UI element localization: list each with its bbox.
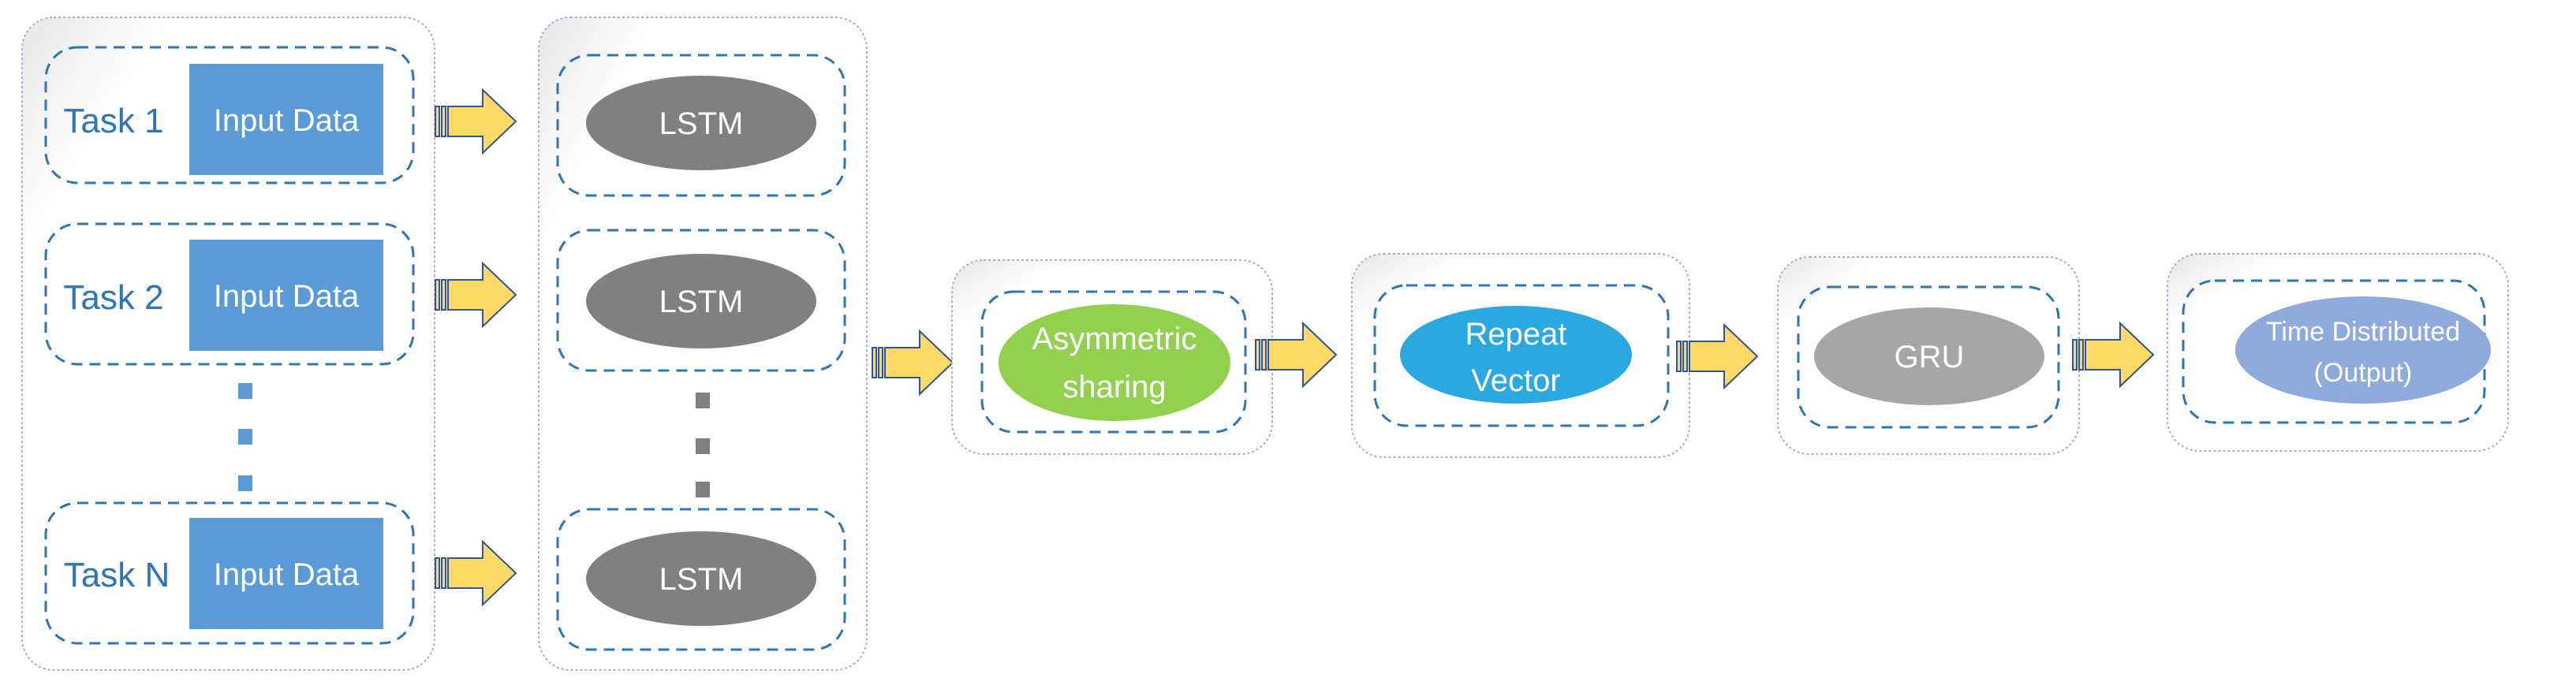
lstm-label: LSTM — [659, 285, 744, 319]
task-dashed-box — [44, 46, 415, 184]
arrow-taskn-to-lstm — [435, 541, 517, 605]
lstm-dashed-box — [556, 508, 846, 651]
repeat-label-line1: Repeat — [1465, 317, 1567, 352]
lstm-row-2: LSTM — [556, 229, 846, 372]
asymmetric-sharing-node — [999, 304, 1230, 421]
lstm-node — [586, 531, 816, 626]
lstm-label: LSTM — [659, 106, 744, 141]
asymmetric-dashed-box — [980, 290, 1247, 434]
input-data-label: Input Data — [214, 103, 360, 138]
arrow-task2-to-lstm — [435, 263, 517, 327]
repeat-vector-stage: Repeat Vector — [1351, 253, 1690, 458]
lstm-label: LSTM — [659, 562, 744, 597]
lstm-dashed-box — [556, 229, 846, 372]
task-dashed-box — [44, 501, 415, 645]
task-ellipsis-dots — [238, 383, 252, 491]
repeat-label-line2: Vector — [1471, 363, 1560, 398]
gru-node — [1814, 307, 2044, 405]
task-label: Task N — [64, 556, 170, 594]
repeat-vector-node — [1400, 306, 1632, 404]
time-distributed-label-line1: Time Distributed — [2266, 317, 2460, 347]
lstm-node — [586, 254, 816, 348]
task-row-1: Task 1 Input Data — [44, 46, 415, 184]
lstm-ellipsis-dots — [696, 393, 710, 497]
input-data-box — [189, 518, 383, 629]
task-row-2: Task 2 Input Data — [44, 222, 415, 366]
lstm-dashed-box — [556, 54, 846, 197]
task-label: Task 1 — [63, 102, 163, 140]
input-data-label: Input Data — [214, 557, 360, 592]
arrow-task1-to-lstm — [435, 89, 517, 154]
input-data-box — [189, 64, 383, 175]
task-row-n: Task N Input Data — [44, 501, 415, 645]
task-dashed-box — [44, 222, 415, 366]
task-label: Task 2 — [63, 278, 163, 317]
input-data-box — [189, 240, 383, 351]
arrow-gru-to-time-distributed — [2072, 322, 2154, 387]
time-distributed-stage: Time Distributed (Output) — [2167, 253, 2509, 452]
lstm-row-n: LSTM — [556, 508, 846, 651]
asymmetric-sharing-stage: Asymmetric sharing — [951, 259, 1273, 455]
repeat-dashed-box — [1373, 284, 1670, 427]
input-data-label: Input Data — [214, 279, 360, 314]
time-distributed-node — [2235, 296, 2491, 404]
gru-label: GRU — [1895, 340, 1965, 374]
gru-dashed-box — [1797, 285, 2060, 429]
lstm-node — [586, 76, 816, 170]
asymmetric-label-line1: Asymmetric — [1032, 322, 1197, 356]
arrow-lstm-to-asymmetric — [872, 330, 954, 395]
time-distributed-label-line2: (Output) — [2314, 358, 2413, 388]
asymmetric-label-line2: sharing — [1062, 370, 1166, 404]
gru-stage: GRU — [1777, 256, 2080, 455]
lstm-row-1: LSTM — [556, 54, 846, 197]
